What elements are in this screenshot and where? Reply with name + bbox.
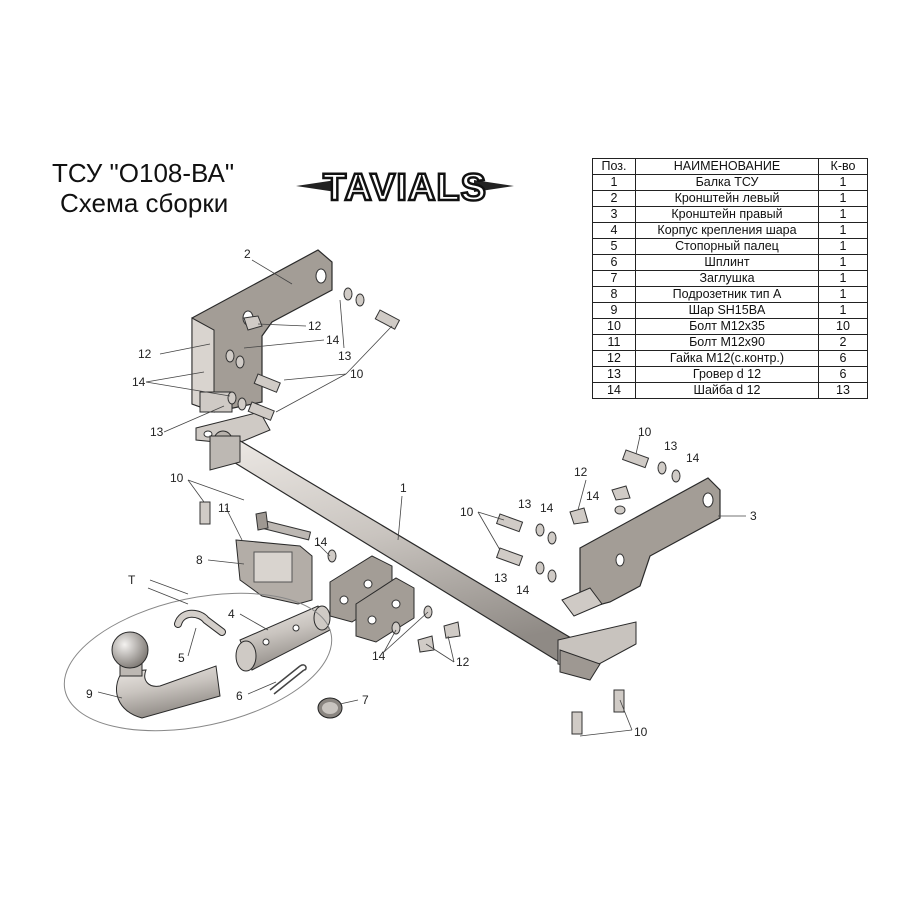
callout-label: 13 — [664, 439, 678, 453]
title-line-2: Схема сборки — [60, 188, 229, 218]
callout-label: 14 — [314, 535, 328, 549]
callout-label: 14 — [686, 451, 700, 465]
callout-label: 12 — [456, 655, 470, 669]
logo-text: TAVIALS — [323, 167, 487, 209]
callout-label: 10 — [170, 471, 184, 485]
callout-label: 14 — [372, 649, 386, 663]
callout-label: 1 — [400, 481, 407, 495]
callout-label: 14 — [586, 489, 600, 503]
cell-name: Гровер d 12 — [635, 366, 819, 383]
callout-label: 12 — [138, 347, 152, 361]
cap — [317, 697, 343, 719]
long-bolt — [255, 511, 312, 541]
center-mount-plates — [329, 555, 415, 643]
callout-label: 2 — [244, 247, 251, 261]
tavials-logo: TAVIALS — [296, 166, 514, 210]
callout-label: 8 — [196, 553, 203, 567]
cell-name: Болт М12х35 — [635, 318, 819, 335]
callout-label: 14 — [540, 501, 554, 515]
callout-label: 13 — [338, 349, 352, 363]
callout-label: 14 — [132, 375, 146, 389]
callout-label: 10 — [350, 367, 364, 381]
callout-label: 13 — [494, 571, 508, 585]
callout-label: 5 — [178, 651, 185, 665]
cell-name: Подрозетник тип А — [635, 286, 819, 303]
cell-name: Стопорный палец — [635, 238, 819, 255]
callout-label: 10 — [638, 425, 652, 439]
callout-label: 14 — [516, 583, 530, 597]
cell-name: Кронштейн правый — [635, 206, 819, 223]
ball-set-outline — [63, 592, 333, 732]
leader-lines — [97, 259, 746, 737]
callout-label: 14 — [326, 333, 340, 347]
tow-ball — [111, 631, 221, 719]
callout-label: 13 — [150, 425, 164, 439]
diagram-title: ТСУ "О108-ВА" Схема сборки — [52, 158, 234, 218]
cell-name: Шайба d 12 — [635, 382, 819, 399]
callout-label: 12 — [308, 319, 322, 333]
cell-qty: 13 — [818, 382, 868, 399]
cotter-pin — [269, 664, 307, 695]
callout-label: 6 — [236, 689, 243, 703]
callout-label: 12 — [574, 465, 588, 479]
right-bracket — [561, 477, 721, 617]
callout-label: 4 — [228, 607, 235, 621]
cell-name: Шар SH15BA — [635, 302, 819, 319]
cell-pos: 14 — [592, 382, 636, 399]
cell-name: Кронштейн левый — [635, 190, 819, 207]
header-name: НАИМЕНОВАНИЕ — [635, 158, 819, 175]
callout-label: 7 — [362, 693, 369, 707]
callout-label: 10 — [634, 725, 648, 739]
callout-label: 3 — [750, 509, 757, 523]
callout-labels: 2 12 14 13 12 14 10 13 1 3 10 13 14 12 1… — [86, 247, 757, 739]
fasteners — [199, 287, 681, 735]
socket-plate — [235, 539, 313, 605]
callout-label: T — [128, 573, 136, 587]
callout-label: 11 — [218, 501, 231, 515]
callout-label: 10 — [460, 505, 474, 519]
parts-table-header: Поз. НАИМЕНОВАНИЕ К-во — [592, 158, 868, 175]
callout-label: 13 — [518, 497, 532, 511]
callout-label: 9 — [86, 687, 93, 701]
main-beam — [209, 430, 637, 681]
title-line-1: ТСУ "О108-ВА" — [52, 158, 235, 188]
ball-mount-body — [235, 605, 331, 672]
